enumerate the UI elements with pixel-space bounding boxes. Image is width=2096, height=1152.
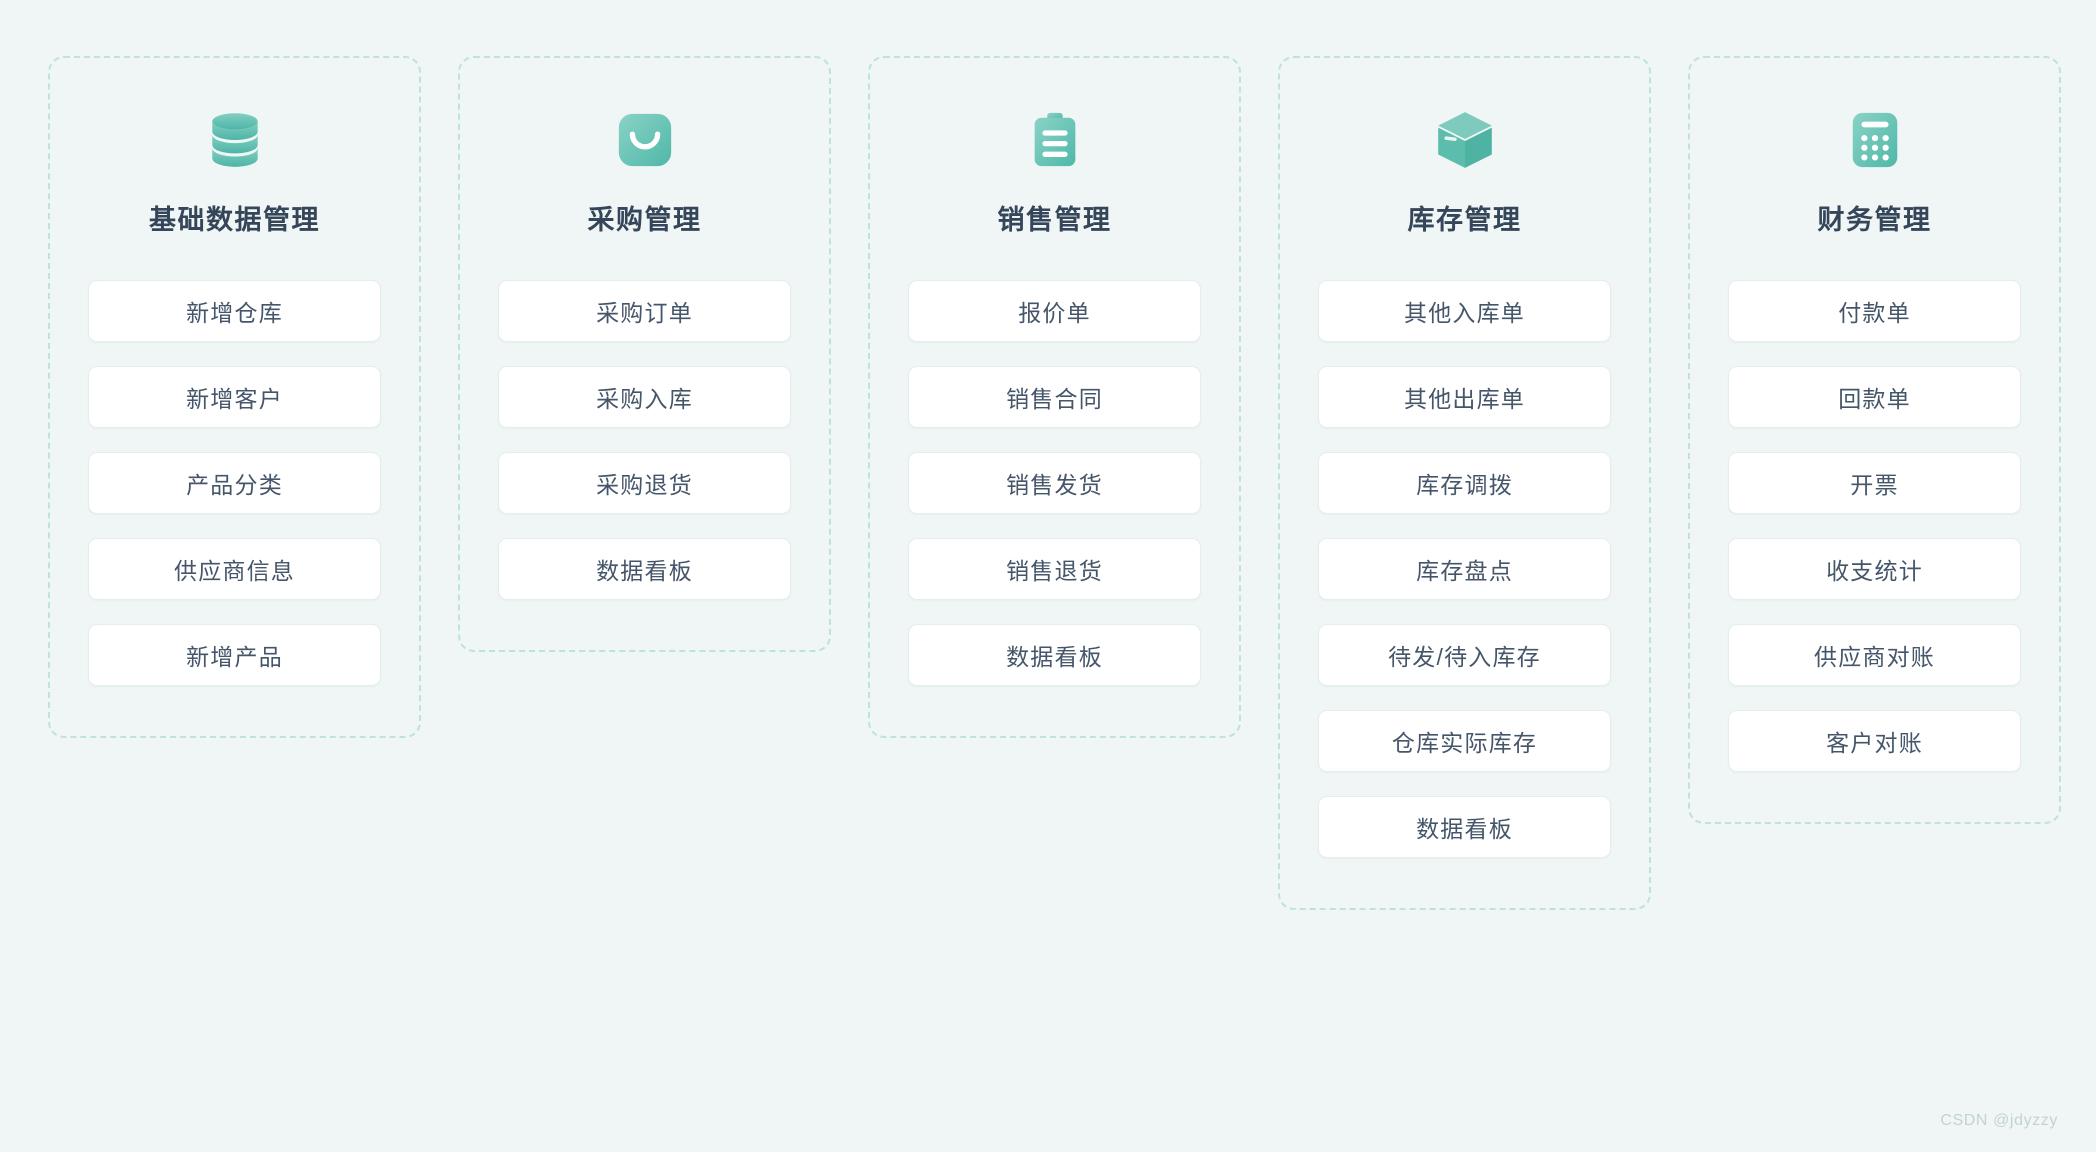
- item-button[interactable]: 新增仓库: [88, 280, 381, 343]
- item-button[interactable]: 采购退货: [498, 452, 791, 515]
- item-list: 其他入库单 其他出库单 库存调拨 库存盘点 待发/待入库存 仓库实际库存 数据看…: [1318, 280, 1611, 859]
- item-button[interactable]: 新增产品: [88, 624, 381, 687]
- watermark: CSDN @jdyzzy: [1940, 1112, 2058, 1129]
- item-list: 采购订单 采购入库 采购退货 数据看板: [498, 280, 791, 601]
- item-button[interactable]: 销售退货: [908, 538, 1201, 601]
- card-header: 销售管理: [908, 104, 1201, 280]
- item-button[interactable]: 付款单: [1728, 280, 2021, 343]
- item-button[interactable]: 销售发货: [908, 452, 1201, 515]
- item-button[interactable]: 客户对账: [1728, 710, 2021, 773]
- module-card-basic-data: 基础数据管理 新增仓库 新增客户 产品分类 供应商信息 新增产品: [48, 56, 421, 739]
- shopping-bag-icon: [609, 104, 681, 176]
- module-card-sales: 销售管理 报价单 销售合同 销售发货 销售退货 数据看板: [868, 56, 1241, 739]
- item-button[interactable]: 销售合同: [908, 366, 1201, 429]
- card-header: 基础数据管理: [88, 104, 381, 280]
- item-list: 新增仓库 新增客户 产品分类 供应商信息 新增产品: [88, 280, 381, 687]
- card-header: 采购管理: [498, 104, 791, 280]
- item-button[interactable]: 其他入库单: [1318, 280, 1611, 343]
- item-button[interactable]: 收支统计: [1728, 538, 2021, 601]
- item-button[interactable]: 采购入库: [498, 366, 791, 429]
- card-title: 采购管理: [587, 205, 702, 235]
- item-button[interactable]: 仓库实际库存: [1318, 710, 1611, 773]
- card-title: 库存管理: [1407, 205, 1522, 235]
- item-button[interactable]: 数据看板: [1318, 796, 1611, 859]
- item-button[interactable]: 库存盘点: [1318, 538, 1611, 601]
- item-button[interactable]: 待发/待入库存: [1318, 624, 1611, 687]
- item-button[interactable]: 开票: [1728, 452, 2021, 515]
- item-button[interactable]: 数据看板: [908, 624, 1201, 687]
- clipboard-icon: [1019, 104, 1091, 176]
- card-title: 销售管理: [997, 205, 1112, 235]
- module-card-purchase: 采购管理 采购订单 采购入库 采购退货 数据看板: [458, 56, 831, 653]
- item-button[interactable]: 产品分类: [88, 452, 381, 515]
- item-button[interactable]: 报价单: [908, 280, 1201, 343]
- cube-box-icon: [1429, 104, 1501, 176]
- module-card-finance: 财务管理 付款单 回款单 开票 收支统计 供应商对账 客户对账: [1688, 56, 2061, 825]
- item-button[interactable]: 库存调拨: [1318, 452, 1611, 515]
- database-icon: [199, 104, 271, 176]
- item-button[interactable]: 数据看板: [498, 538, 791, 601]
- item-button[interactable]: 采购订单: [498, 280, 791, 343]
- item-list: 报价单 销售合同 销售发货 销售退货 数据看板: [908, 280, 1201, 687]
- module-columns: 基础数据管理 新增仓库 新增客户 产品分类 供应商信息 新增产品: [48, 56, 2061, 911]
- item-button[interactable]: 新增客户: [88, 366, 381, 429]
- item-button[interactable]: 其他出库单: [1318, 366, 1611, 429]
- card-header: 财务管理: [1728, 104, 2021, 280]
- item-list: 付款单 回款单 开票 收支统计 供应商对账 客户对账: [1728, 280, 2021, 773]
- card-title: 财务管理: [1817, 205, 1932, 235]
- card-title: 基础数据管理: [149, 205, 320, 235]
- calculator-icon: [1839, 104, 1911, 176]
- module-card-inventory: 库存管理 其他入库单 其他出库单 库存调拨 库存盘点 待发/待入库存 仓库实际库…: [1278, 56, 1651, 911]
- item-button[interactable]: 供应商对账: [1728, 624, 2021, 687]
- item-button[interactable]: 供应商信息: [88, 538, 381, 601]
- card-header: 库存管理: [1318, 104, 1611, 280]
- item-button[interactable]: 回款单: [1728, 366, 2021, 429]
